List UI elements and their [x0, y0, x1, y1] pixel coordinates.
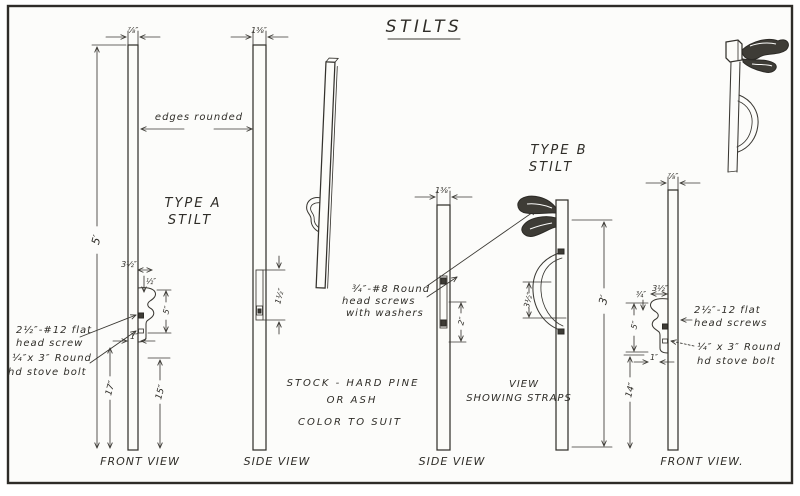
- footrest-bracket-a: [137, 287, 157, 343]
- note-washers-line3: with washers: [346, 308, 424, 319]
- top-strap-clamp: [517, 195, 557, 215]
- type-a-label-line1: TYPE A: [165, 196, 222, 211]
- stilt-post-b-side: [436, 204, 451, 451]
- pictorial-post-top-block: [725, 39, 743, 63]
- strap-view-caption-line1: VIEW: [509, 379, 539, 390]
- type-b-side-view: 1⅜″ 2″ SIDE VIEW: [414, 186, 486, 468]
- note-b-bolt-line1: ¼″ x 3″ Round: [697, 341, 781, 353]
- stilt-post-a-side: [252, 44, 267, 451]
- material-notes: STOCK - HARD PINE OR ASH COLOR TO SUIT: [287, 378, 420, 428]
- dim-a-right-height: 15″: [154, 383, 168, 401]
- leader-b-bolt: [671, 341, 695, 347]
- caption-front-view-b: FRONT VIEW.: [660, 455, 743, 468]
- leader-washers-strap: [426, 210, 536, 287]
- note-washers-line1: ¾″-#8 Round: [352, 284, 430, 295]
- dim-a-bracket-height: 5″: [161, 305, 172, 315]
- round-head-screw-bottom: [440, 319, 447, 327]
- mortise-slot-a: [255, 269, 264, 321]
- dim-b-bracket-height: 5″: [629, 320, 640, 330]
- dim-b-strap-spread: 3½″: [522, 291, 535, 309]
- hook-bracket-pictorial: [306, 196, 321, 233]
- page-title: STILTS: [386, 17, 463, 37]
- instep-strap: [532, 251, 564, 332]
- caption-side-view-a: SIDE VIEW: [244, 455, 311, 468]
- washer-screw-note: ¾″-#8 Round head screws with washers: [342, 210, 536, 319]
- note-a-screw-line1: 2½″-#12 flat: [16, 324, 92, 336]
- type-b-strap-view: TYPE B STILT 3½″ 3′ VIEW SHOWING STRAPS: [466, 143, 613, 451]
- pictorial-side-piece: [306, 57, 340, 289]
- dim-a-side-thickness: 1⅜″: [251, 26, 267, 35]
- type-b-front-view: ⅞″ ¾″ 3½″ 5″ 1″ 14″ 2½″-12 flat head scr…: [623, 172, 781, 468]
- mortise-slot-b: [439, 275, 448, 329]
- stilt-post-b-front: [667, 189, 679, 451]
- type-b-label-line1: TYPE B: [531, 143, 588, 158]
- caption-side-view-b: SIDE VIEW: [419, 455, 486, 468]
- leader-washers-slot: [426, 277, 457, 298]
- dim-b-side-thickness: 1⅜″: [435, 186, 451, 195]
- dim-b-offset-a: ¾″: [636, 290, 646, 299]
- dim-b-offset-b: 3½″: [652, 284, 668, 293]
- note-washers-line2: head screws: [342, 296, 416, 307]
- stock-note-line2: OR ASH: [327, 395, 378, 406]
- dim-b-front-width: ⅞″: [668, 172, 679, 181]
- dim-b-bracket-base: 1″: [650, 353, 658, 362]
- footrest-bracket-b: [649, 298, 669, 354]
- flat-head-screw-a: [138, 312, 144, 319]
- dim-b-slot-depth: 2″: [456, 316, 467, 326]
- leader-a-bolt: [89, 331, 136, 364]
- dim-b-front-height: 14″: [624, 381, 638, 399]
- title-block: STILTS: [386, 17, 463, 40]
- dim-a-left-height: 17″: [104, 379, 118, 397]
- flat-head-screw-b: [662, 323, 668, 330]
- note-a-screw-line2: head screw: [16, 338, 83, 349]
- caption-front-view-a: FRONT VIEW: [100, 455, 180, 468]
- perspective-pictorial: [725, 38, 789, 173]
- type-a-front-view: ⅞″ 5′ 3½″ ½″ 5″ 1″ 17″ 15″ 2½″-#12 fla: [8, 26, 222, 468]
- dim-b-height: 3′: [596, 293, 611, 306]
- stove-bolt-a: [138, 328, 144, 334]
- leader-a-screw: [79, 315, 136, 338]
- note-b-screw-line1: 2½″-12 flat: [694, 304, 761, 316]
- dim-a-bracket-offset: 3½″: [121, 260, 137, 269]
- dim-a-height: 5′: [89, 233, 104, 246]
- pictorial-instep-strap: [737, 94, 759, 153]
- note-b-bolt-line2: hd stove bolt: [697, 356, 776, 367]
- type-a-label-line2: STILT: [168, 213, 212, 228]
- type-a-side-view: 1⅜″ edges rounded 1½″ SIDE VIEW: [141, 26, 311, 468]
- color-note: COLOR TO SUIT: [298, 417, 402, 428]
- note-a-bolt-line1: ¼″x 3″ Round: [12, 352, 92, 364]
- note-b-screw-line2: head screws: [694, 318, 768, 329]
- edges-rounded-note: edges rounded: [155, 112, 243, 123]
- dim-a-slot-depth: 1½″: [273, 287, 286, 305]
- type-b-label-line2: STILT: [529, 160, 573, 175]
- round-head-screw-top: [440, 277, 447, 285]
- sheet-border: [6, 4, 794, 485]
- note-a-bolt-line2: hd stove bolt: [8, 367, 87, 378]
- stilt-post-a-front: [127, 44, 139, 451]
- strap-view-caption-line2: SHOWING STRAPS: [466, 393, 572, 404]
- stilt-post-b-strap: [555, 199, 569, 451]
- stove-bolt-b: [662, 338, 668, 344]
- stock-note-line1: STOCK - HARD PINE: [287, 378, 420, 389]
- dim-a-bracket-base: 1″: [130, 332, 138, 341]
- dim-a-front-width: ⅞″: [128, 26, 139, 35]
- dim-a-screw-offset: ½″: [146, 277, 156, 286]
